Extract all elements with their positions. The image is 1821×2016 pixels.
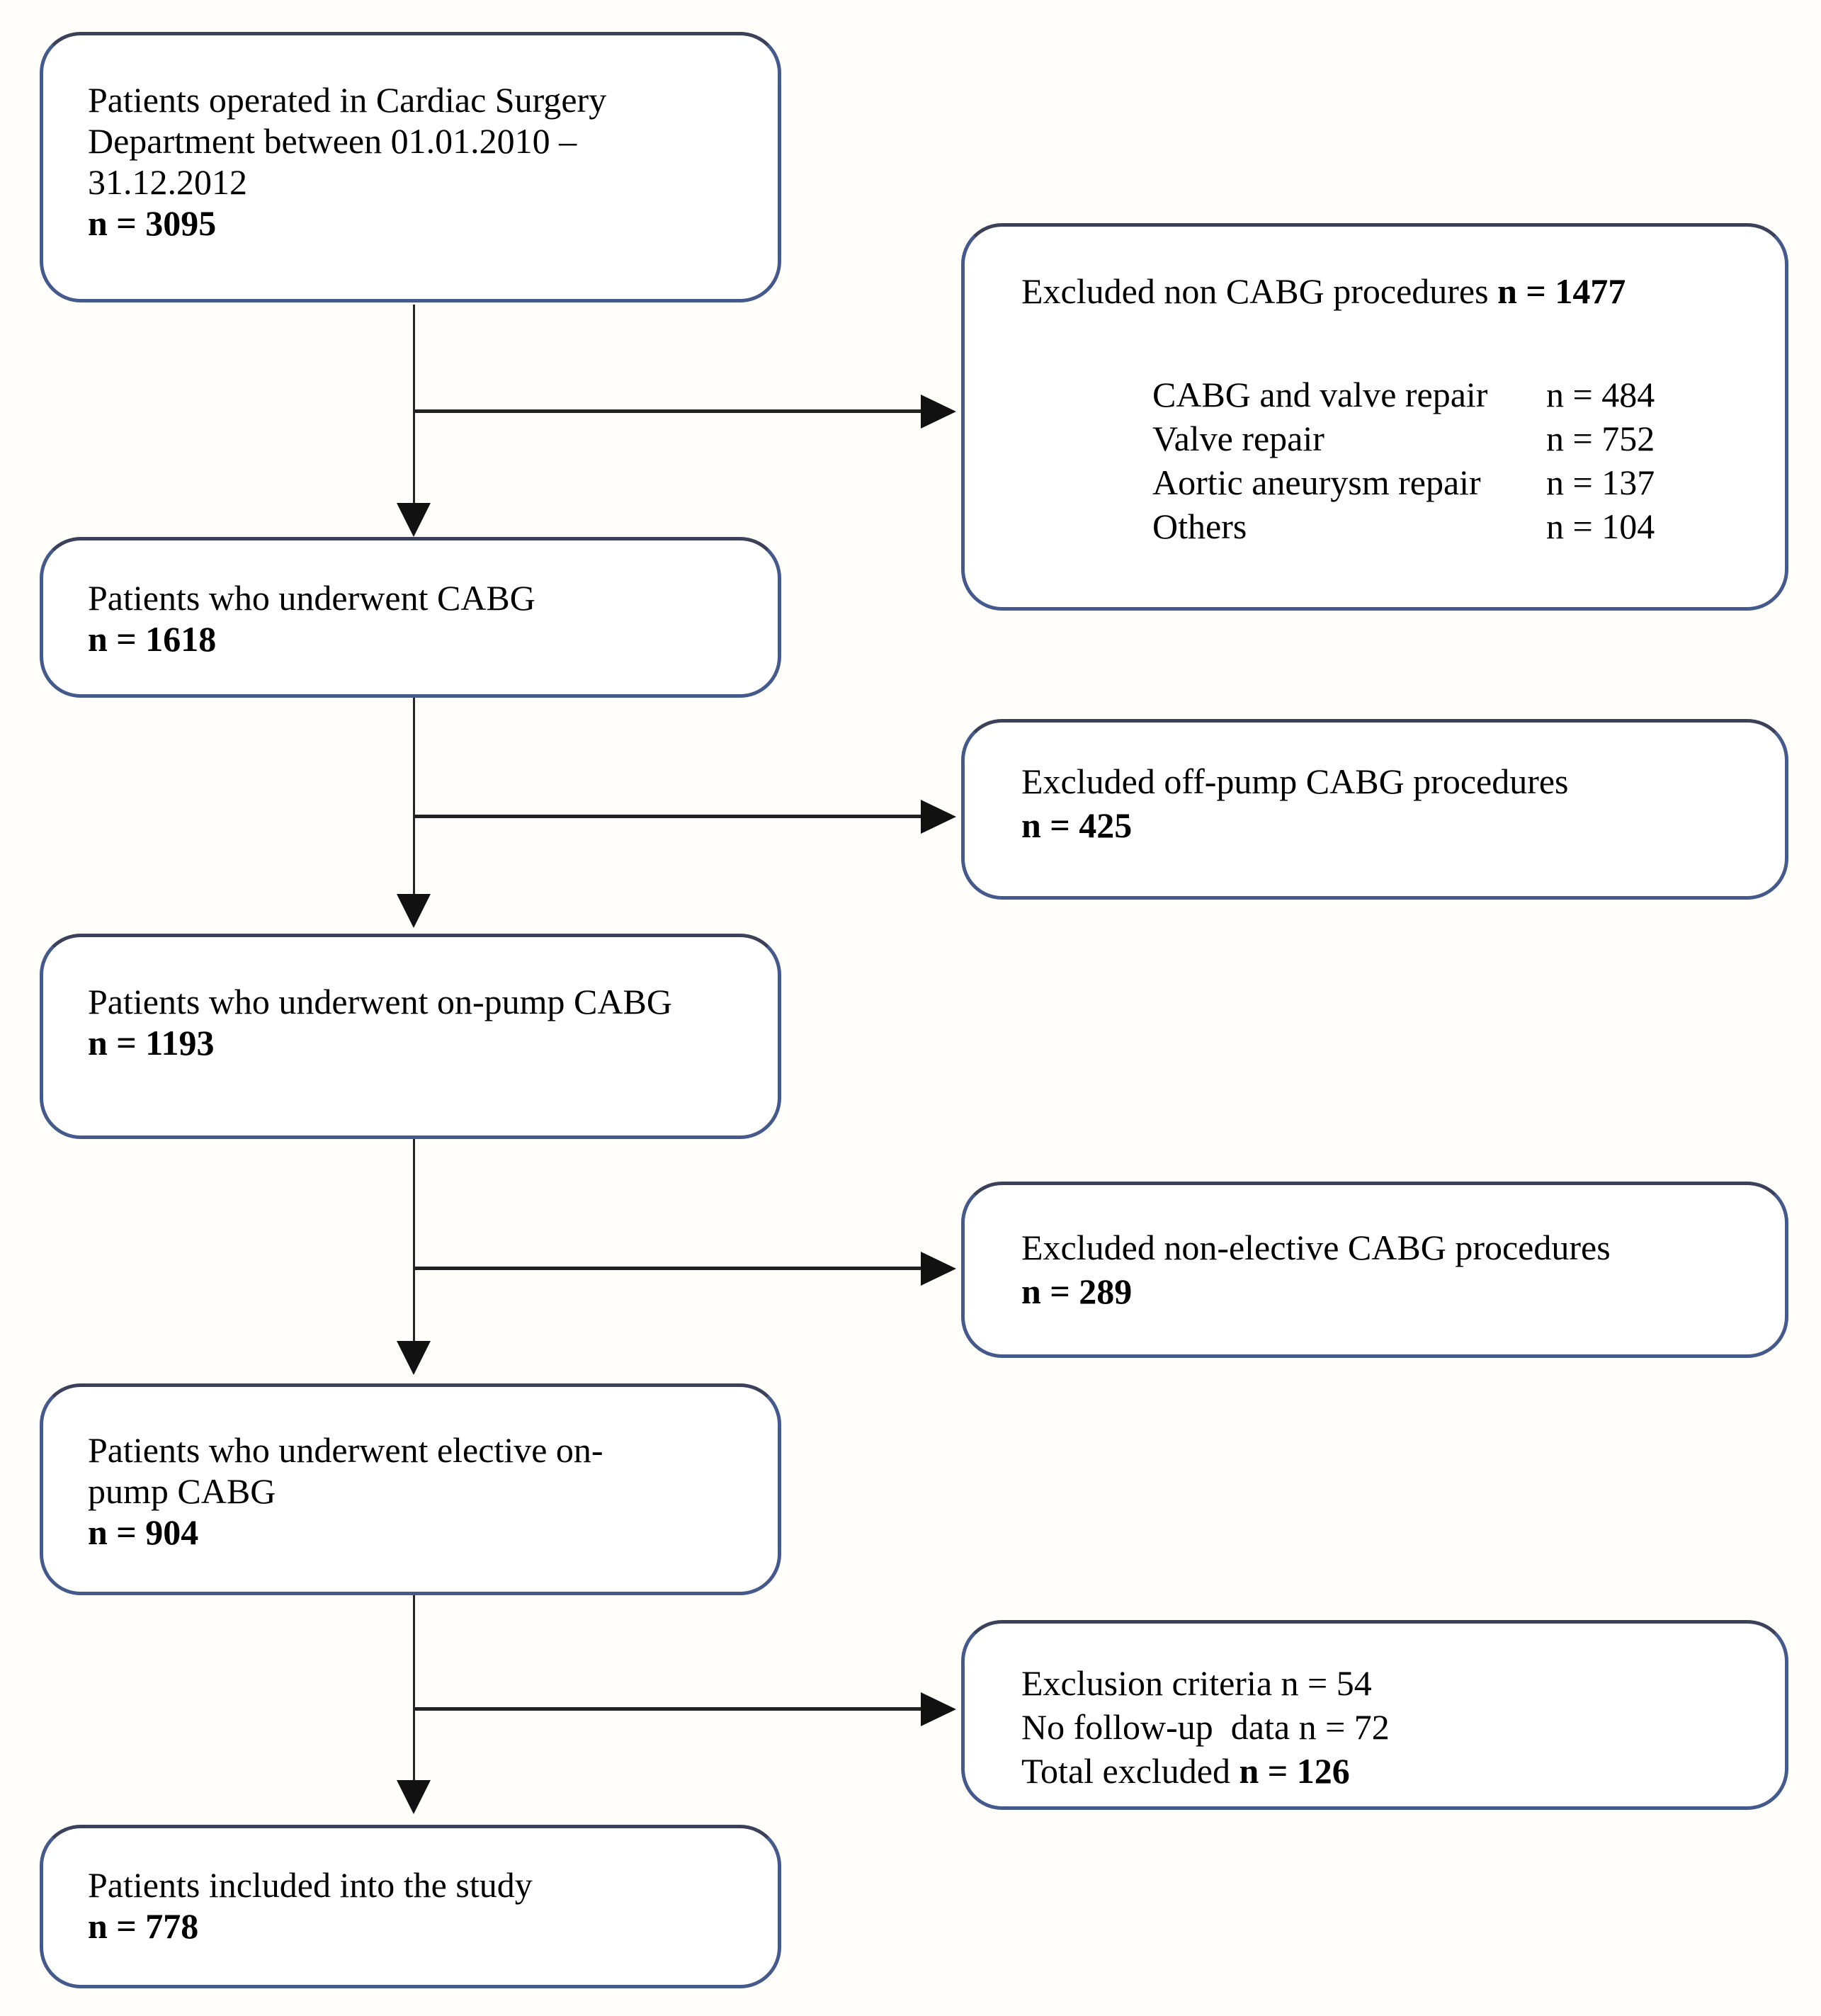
node-excluded-non-elective: Excluded non-elective CABG procedures n … [961,1182,1788,1358]
item-count: n = 104 [1546,506,1655,546]
node-text: pump CABG [88,1471,276,1511]
connector-vertical-2 [413,698,415,894]
arrow-down-icon [397,894,431,928]
node-cabg-patients: Patients who underwent CABG n = 1618 [40,537,781,698]
list-item: Valve repair n = 752 [1152,417,1764,460]
node-text: Patients who underwent elective on- [88,1430,603,1470]
node-text: Patients operated in Cardiac Surgery [88,80,607,120]
list-item: Aortic aneurysm repair n = 137 [1152,460,1764,504]
node-header: Excluded non CABG procedures n = 1477 [1021,269,1764,313]
excluded-procedures-list: CABG and valve repair n = 484 Valve repa… [1152,373,1764,548]
arrow-right-icon [921,395,956,429]
node-elective-onpump-patients: Patients who underwent elective on- pump… [40,1383,781,1595]
connector-branch-3 [414,1267,923,1270]
node-text: Excluded non-elective CABG procedures [1021,1228,1611,1267]
node-text: Excluded non CABG procedures [1021,271,1498,311]
node-text: Total excluded n = 126 [1021,1749,1764,1793]
arrow-right-icon [921,1252,956,1286]
node-text: Total excluded [1021,1751,1239,1791]
node-operated-patients: Patients operated in Cardiac Surgery Dep… [40,32,781,302]
item-count: n = 137 [1546,463,1655,502]
arrow-down-icon [397,503,431,537]
node-included-patients: Patients included into the study n = 778 [40,1825,781,1988]
list-item: Others n = 104 [1152,504,1764,548]
connector-branch-4 [414,1707,923,1711]
node-text: Patients who underwent on-pump CABG [88,982,672,1021]
node-text: Department between 01.01.2010 – [88,121,577,161]
node-text: Exclusion criteria n = 54 [1021,1663,1372,1703]
node-count: n = 1477 [1497,271,1626,311]
arrow-right-icon [921,1692,956,1726]
node-count: n = 3095 [88,203,217,243]
node-count: n = 1193 [88,1023,215,1063]
item-label: Valve repair [1152,419,1324,458]
connector-branch-2 [414,815,923,818]
node-count: n = 126 [1239,1751,1350,1791]
node-text: Excluded off-pump CABG procedures [1021,761,1569,801]
node-onpump-patients: Patients who underwent on-pump CABG n = … [40,934,781,1139]
arrow-down-icon [397,1341,431,1375]
node-text: 31.12.2012 [88,162,247,202]
node-count: n = 904 [88,1512,199,1552]
node-count: n = 1618 [88,619,217,659]
node-text: No follow-up data n = 72 [1021,1707,1390,1747]
node-excluded-off-pump: Excluded off-pump CABG procedures n = 42… [961,719,1788,900]
item-label: CABG and valve repair [1152,375,1488,414]
node-text: Patients who underwent CABG [88,578,535,618]
node-text: Patients included into the study [88,1865,533,1905]
node-count: n = 289 [1021,1272,1133,1311]
arrow-down-icon [397,1780,431,1814]
node-excluded-non-cabg: Excluded non CABG procedures n = 1477 CA… [961,223,1788,611]
connector-vertical-4 [413,1595,415,1782]
item-label: Aortic aneurysm repair [1152,463,1481,502]
node-count: n = 778 [88,1906,199,1946]
connector-vertical-3 [413,1139,415,1342]
node-count: n = 425 [1021,805,1133,845]
connector-vertical-1 [413,305,415,504]
list-item: CABG and valve repair n = 484 [1152,373,1764,417]
arrow-right-icon [921,800,956,834]
connector-branch-1 [414,409,923,413]
item-label: Others [1152,506,1247,546]
node-exclusion-criteria: Exclusion criteria n = 54 No follow-up d… [961,1620,1788,1810]
item-count: n = 752 [1546,419,1655,458]
item-count: n = 484 [1546,375,1655,414]
